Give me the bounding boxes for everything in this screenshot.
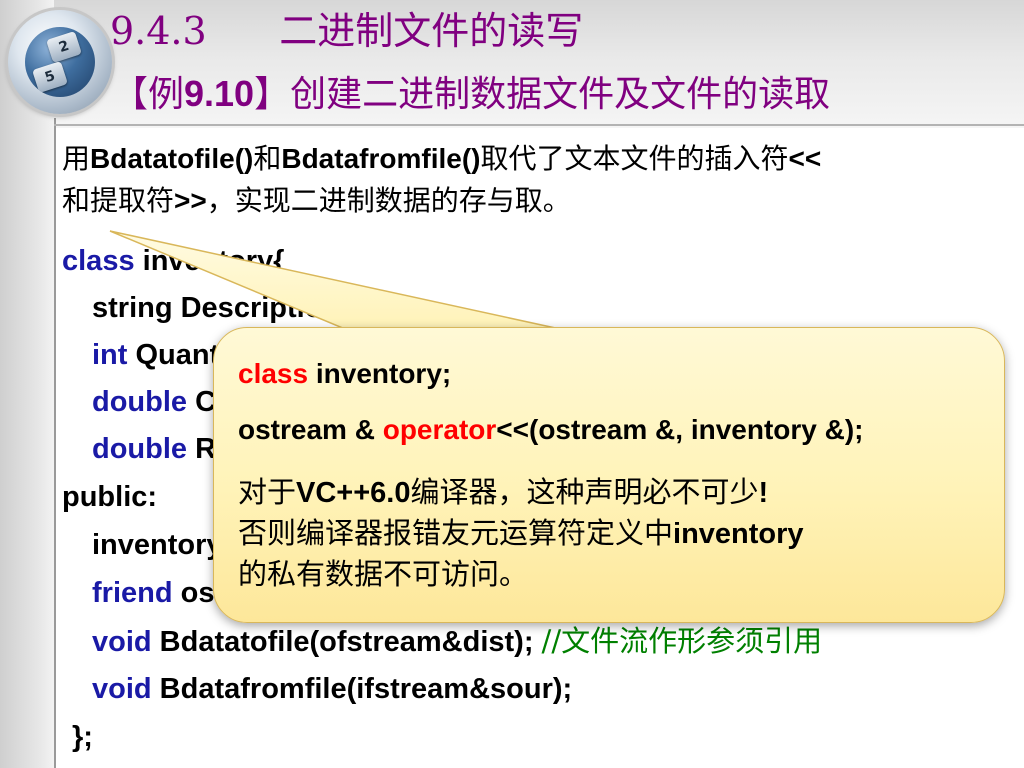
callout-note-text: 的私有数据不可访问。 xyxy=(238,557,529,591)
code-line-2: string Description; xyxy=(92,292,350,324)
desc-text-1: 用 xyxy=(62,142,91,175)
code-line-7: inventory( xyxy=(92,529,233,561)
callout-note-text: 编译器，这种声明必不可少 xyxy=(410,475,759,509)
telephone-keypad-icon: 2 5 xyxy=(8,10,112,114)
code-text: Bdatafromfile(ifstream&sour); xyxy=(151,673,573,705)
callout-compiler-name: VC++6.0 xyxy=(296,477,411,509)
code-keyword: double xyxy=(92,433,188,465)
example-close-bracket: 】 xyxy=(254,74,291,115)
logo-inner: 2 5 xyxy=(25,27,95,97)
code-comment: //文件流作形参须引用 xyxy=(541,624,823,658)
code-line-11: }; xyxy=(72,721,93,753)
callout-note-text: 否则编译器报错友元运算符定义中 xyxy=(238,516,674,550)
header-divider-line xyxy=(54,124,1024,126)
code-keyword: double xyxy=(92,386,188,418)
callout-keyword: operator xyxy=(382,414,497,445)
desc-text-4: 和提取符 xyxy=(62,184,175,217)
desc-extract-operator: >> xyxy=(174,185,207,216)
callout-note-text: 对于 xyxy=(238,475,297,509)
description-paragraph: 用Bdatatofile()和Bdatafromfile()取代了文本文件的插入… xyxy=(62,138,1002,222)
code-line-1: class inventory{ xyxy=(62,238,284,284)
code-keyword: class xyxy=(62,245,135,277)
code-keyword: friend xyxy=(92,577,173,609)
code-line-10: void Bdatafromfile(ifstream&sour); xyxy=(92,666,572,712)
code-text: Bdatatofile(ofstream&dist); xyxy=(151,626,542,658)
desc-insert-operator: << xyxy=(788,143,822,174)
code-line-9: void Bdatatofile(ofstream&dist); //文件流作形… xyxy=(92,618,822,664)
code-line-6: public: xyxy=(62,481,158,513)
section-title: 二进制文件的读写 xyxy=(279,9,584,53)
callout-code-text: ostream & xyxy=(238,414,383,445)
section-heading: 9.4.3 二进制文件的读写 xyxy=(110,8,583,54)
section-number: 9.4.3 xyxy=(110,9,207,53)
example-number: 9.10 xyxy=(184,73,255,114)
callout-exclamation: ! xyxy=(758,477,769,509)
callout-keyword: class xyxy=(238,358,309,389)
callout-line-1: class inventory; xyxy=(238,358,451,390)
callout-class-name: inventory xyxy=(673,518,804,550)
code-keyword: void xyxy=(92,673,152,705)
desc-text-5: ，实现二进制数据的存与取。 xyxy=(206,184,571,217)
desc-text-3: 取代了文本文件的插入符 xyxy=(480,142,789,175)
left-decor-bar xyxy=(0,0,54,768)
callout-code-text: <<(ostream &, inventory &); xyxy=(496,414,864,445)
desc-text-2: 和 xyxy=(253,142,282,175)
callout-code-text: inventory; xyxy=(308,358,452,389)
header-band xyxy=(0,0,1024,128)
code-keyword: void xyxy=(92,626,152,658)
code-text: inventory{ xyxy=(134,245,285,277)
callout-explanation: 对于VC++6.0编译器，这种声明必不可少! 否则编译器报错友元运算符定义中inv… xyxy=(238,472,988,594)
logo-key-2: 2 xyxy=(46,30,82,64)
desc-fn-bdatatofile: Bdatatofile() xyxy=(90,143,254,174)
callout-note: class inventory; ostream & operator<<(os… xyxy=(213,327,1005,623)
example-open-bracket: 【例 xyxy=(112,74,185,115)
logo-key-5: 5 xyxy=(32,60,68,94)
callout-line-2: ostream & operator<<(ostream &, inventor… xyxy=(238,414,864,446)
example-title: 创建二进制数据文件及文件的读取 xyxy=(290,74,831,115)
example-heading: 【例9.10】创建二进制数据文件及文件的读取 xyxy=(112,70,830,119)
desc-fn-bdatafromfile: Bdatafromfile() xyxy=(281,143,481,174)
code-keyword: int xyxy=(92,339,128,371)
left-divider-line xyxy=(54,118,56,768)
